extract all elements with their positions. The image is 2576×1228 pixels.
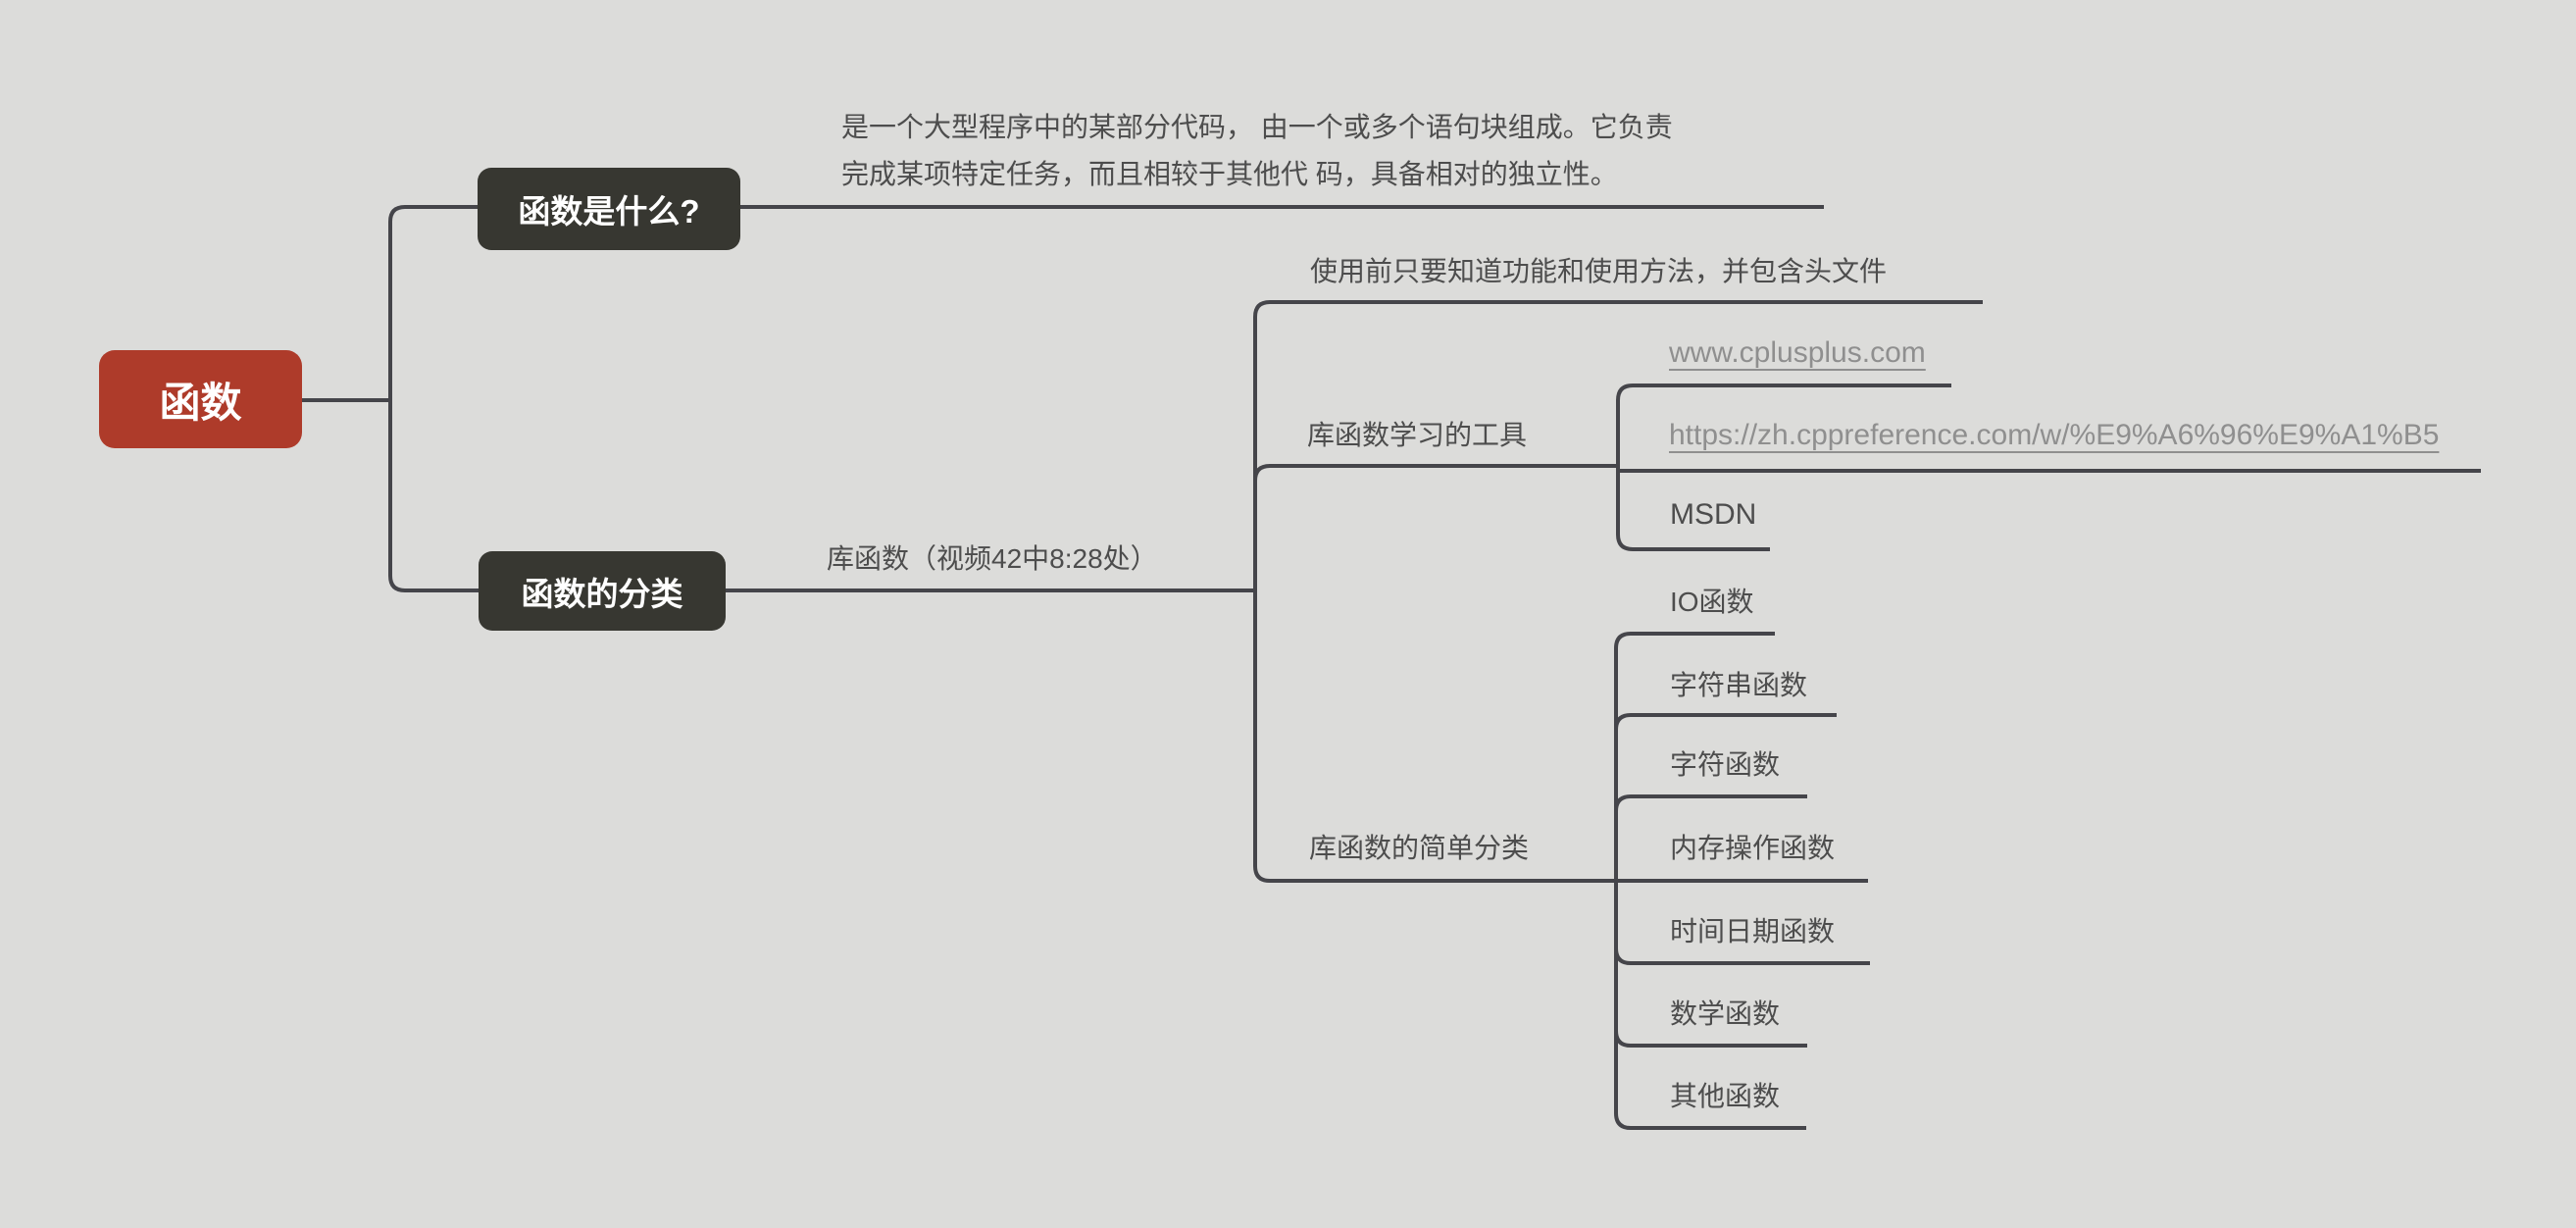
topic-datetime-functions[interactable]: 时间日期函数 <box>1670 916 1836 947</box>
topic-memory-functions[interactable]: 内存操作函数 <box>1670 833 1836 863</box>
wire-classification <box>388 400 1255 592</box>
topic-library-learning-tools[interactable]: 库函数学习的工具 <box>1307 420 1528 450</box>
link-cplusplus[interactable]: www.cplusplus.com <box>1669 336 1926 369</box>
topic-library-simple-categories[interactable]: 库函数的简单分类 <box>1309 833 1530 863</box>
wire-cat-string <box>1614 713 1837 881</box>
topic-library-function[interactable]: 库函数（视频42中8:28处） <box>827 543 1158 574</box>
wire-link-cplusplus <box>1616 384 1951 466</box>
topic-function-classification[interactable]: 函数的分类 <box>479 551 726 631</box>
note-line-1: 是一个大型程序中的某部分代码， 由一个或多个语句块组成。它负责 <box>841 112 1673 142</box>
topic-other-functions[interactable]: 其他函数 <box>1670 1081 1781 1111</box>
wire-msdn <box>1616 466 1770 551</box>
link-cppreference[interactable]: https://zh.cppreference.com/w/%E9%A6%96%… <box>1669 419 2440 451</box>
wire-cat-io <box>1614 632 1775 881</box>
topic-string-functions[interactable]: 字符串函数 <box>1670 670 1808 700</box>
wire-cat-char <box>1614 794 1807 881</box>
wire-tools <box>1253 464 1618 590</box>
topic-usage-note[interactable]: 使用前只要知道功能和使用方法，并包含头文件 <box>1310 256 1888 286</box>
note-function-definition[interactable]: 是一个大型程序中的某部分代码， 由一个或多个语句块组成。它负责 完成某项特定任务… <box>841 104 1673 198</box>
wire-cat-other <box>1614 881 1806 1130</box>
note-line-2: 完成某项特定任务，而且相较于其他代 码，具备相对的独立性。 <box>841 159 1618 189</box>
topic-what-is-function[interactable]: 函数是什么? <box>478 168 740 250</box>
wire-usage-note <box>1253 300 1983 590</box>
topic-io-functions[interactable]: IO函数 <box>1670 587 1754 617</box>
wire-categories <box>1253 590 1868 883</box>
topic-char-functions[interactable]: 字符函数 <box>1670 749 1781 780</box>
wire-what <box>388 205 1824 400</box>
root-topic-function[interactable]: 函数 <box>99 350 302 448</box>
topic-msdn[interactable]: MSDN <box>1670 498 1757 531</box>
topic-math-functions[interactable]: 数学函数 <box>1670 998 1781 1029</box>
